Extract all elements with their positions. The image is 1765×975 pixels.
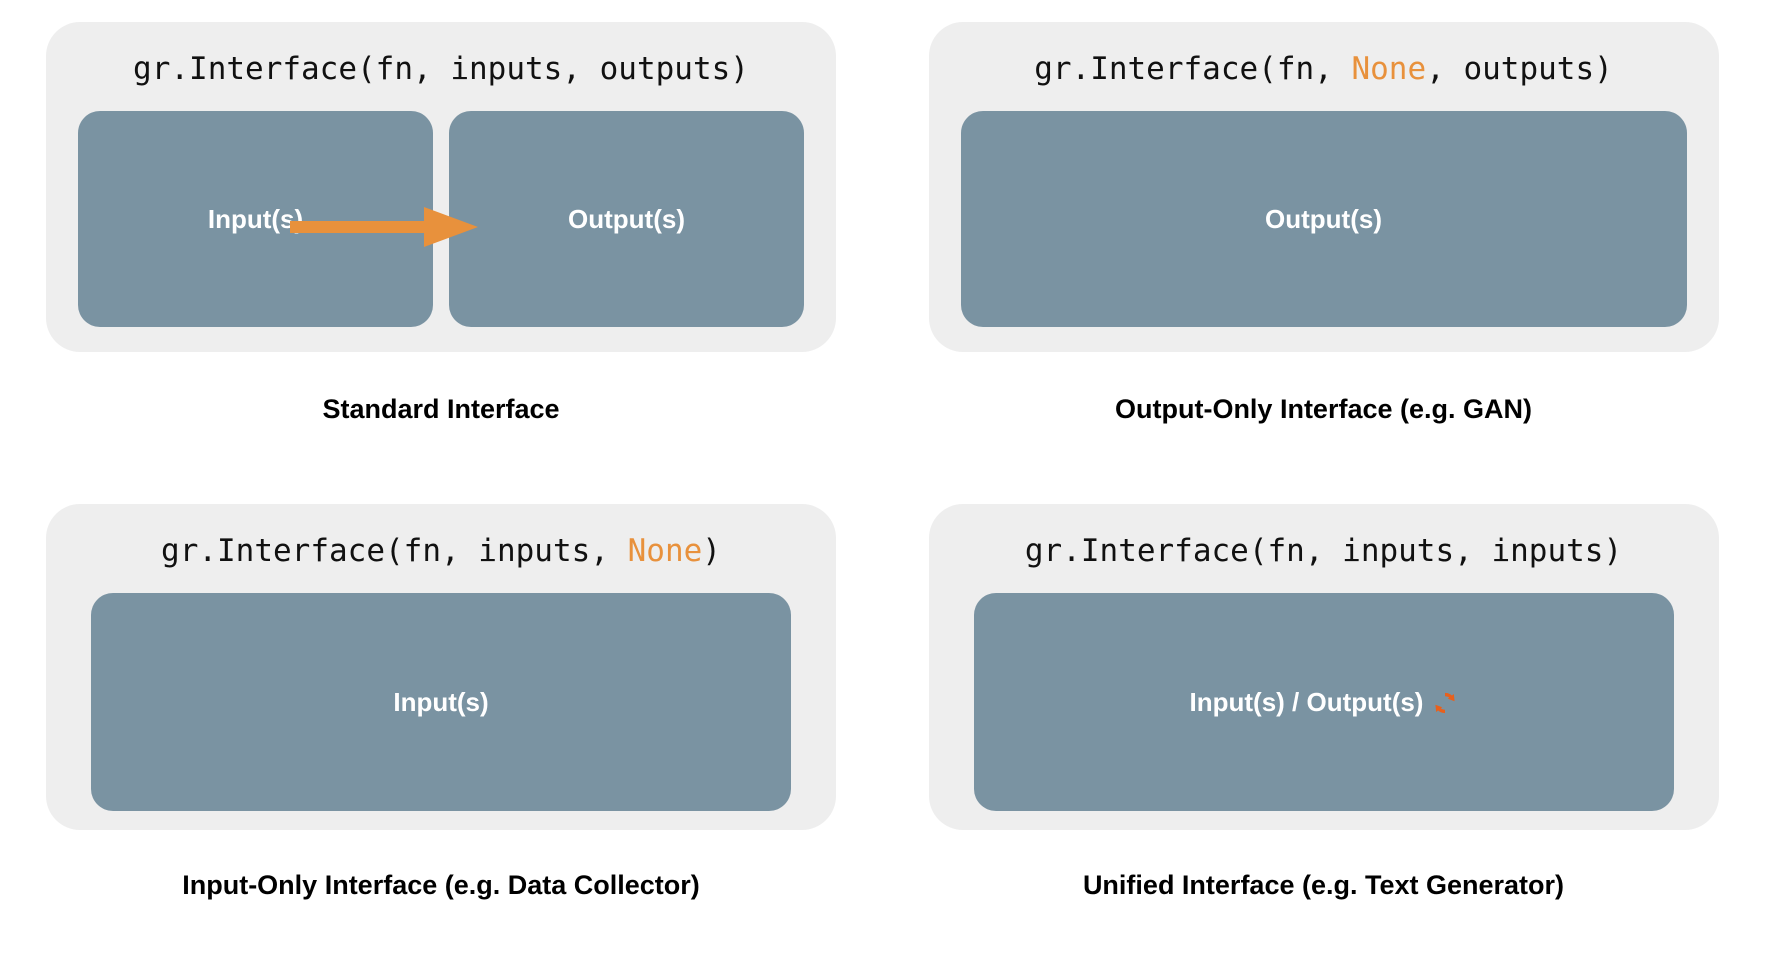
panel-unified: gr.Interface(fn, inputs, inputs) Input(s… bbox=[882, 488, 1765, 975]
code-segment: gr.Interface(fn, inputs, outputs) bbox=[133, 51, 749, 87]
code-title-standard: gr.Interface(fn, inputs, outputs) bbox=[133, 54, 749, 85]
panel-input-only: gr.Interface(fn, inputs, None) Input(s) … bbox=[0, 488, 882, 975]
io-box-input[interactable]: Input(s) bbox=[91, 593, 791, 811]
io-box-label: Input(s) bbox=[393, 686, 489, 717]
io-box-output[interactable]: Output(s) bbox=[960, 111, 1687, 327]
code-segment-none: None bbox=[1351, 51, 1427, 87]
panel-card-unified: gr.Interface(fn, inputs, inputs) Input(s… bbox=[928, 504, 1719, 830]
panel-output-only: gr.Interface(fn, None, outputs) Output(s… bbox=[882, 0, 1765, 488]
io-box-label: Output(s) bbox=[568, 203, 685, 234]
box-row-input-only: Input(s) bbox=[91, 593, 791, 811]
code-segment: gr.Interface(fn, inputs, bbox=[161, 533, 628, 569]
code-segment-none: None bbox=[627, 533, 703, 569]
io-box-label: Input(s) bbox=[207, 203, 304, 234]
io-box-label: Input(s) / Output(s) bbox=[1189, 686, 1424, 717]
code-title-output-only: gr.Interface(fn, None, outputs) bbox=[1034, 54, 1613, 85]
code-segment: gr.Interface(fn, inputs, inputs) bbox=[1024, 533, 1623, 569]
cycle-icon bbox=[1435, 692, 1456, 714]
panel-caption-output-only: Output-Only Interface (e.g. GAN) bbox=[1114, 394, 1532, 424]
panel-card-standard: gr.Interface(fn, inputs, outputs) Input(… bbox=[46, 22, 836, 352]
box-row-unified: Input(s) / Output(s) bbox=[973, 593, 1674, 811]
code-title-input-only: gr.Interface(fn, inputs, None) bbox=[161, 536, 721, 567]
code-segment: gr.Interface(fn, bbox=[1034, 51, 1352, 87]
panel-caption-standard: Standard Interface bbox=[322, 394, 560, 424]
code-title-unified: gr.Interface(fn, inputs, inputs) bbox=[1025, 536, 1622, 567]
panel-card-input-only: gr.Interface(fn, inputs, None) Input(s) bbox=[46, 504, 836, 830]
io-box-label-wrapper: Input(s) / Output(s) bbox=[1190, 687, 1458, 718]
panel-caption-input-only: Input-Only Interface (e.g. Data Collecto… bbox=[182, 870, 700, 900]
io-box-output[interactable]: Output(s) bbox=[449, 111, 804, 327]
io-box-input-output[interactable]: Input(s) / Output(s) bbox=[973, 593, 1674, 811]
io-box-input[interactable]: Input(s) bbox=[78, 111, 433, 327]
code-segment: ) bbox=[702, 533, 721, 569]
panel-standard: gr.Interface(fn, inputs, outputs) Input(… bbox=[0, 0, 882, 488]
code-segment: , outputs) bbox=[1426, 51, 1613, 87]
panel-card-output-only: gr.Interface(fn, None, outputs) Output(s… bbox=[928, 22, 1719, 352]
box-row-output-only: Output(s) bbox=[960, 111, 1687, 327]
io-box-label: Output(s) bbox=[1265, 203, 1382, 234]
box-row-standard: Input(s) Output(s) bbox=[78, 111, 804, 327]
panel-caption-unified: Unified Interface (e.g. Text Generator) bbox=[1082, 870, 1565, 900]
